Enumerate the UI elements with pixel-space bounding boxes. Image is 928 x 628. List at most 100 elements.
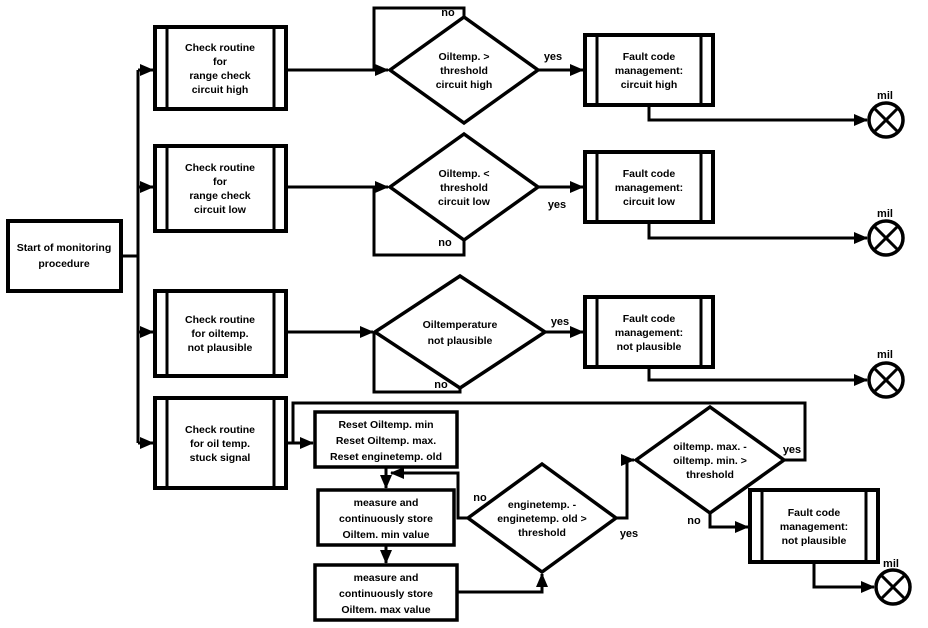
- edge-fault-high-to-mil: [647, 105, 868, 126]
- label-no-not-plausible: no: [434, 379, 448, 391]
- svg-text:measure and: measure and: [354, 497, 419, 509]
- label-yes-not-plausible: yes: [551, 316, 569, 328]
- process-box: [313, 563, 459, 622]
- decision-not-plausible-node: Oiltemperature not plausible: [371, 273, 549, 391]
- label-yes-oiltemp-range: yes: [783, 444, 801, 456]
- svg-text:Oiltemp. >: Oiltemp. >: [438, 51, 489, 63]
- start-label: procedure: [38, 258, 90, 270]
- edge-decision-engine-yes: [616, 454, 635, 520]
- mil-lamp-stuck-signal: mil: [874, 558, 912, 606]
- svg-text:not plausible: not plausible: [617, 341, 682, 353]
- start-label: Start of monitoring: [17, 242, 112, 254]
- decision-circuit-low-node: Oiltemp. < threshold circuit low: [386, 131, 542, 243]
- check-routine-stuck-signal-node: Check routine for oil temp. stuck signal: [153, 396, 288, 490]
- subroutine-box: [583, 295, 715, 369]
- subroutine-box: [153, 144, 288, 233]
- subroutine-box: [153, 289, 288, 378]
- decision-diamond: [371, 273, 549, 391]
- decision-diamond: [632, 404, 788, 516]
- svg-text:Reset enginetemp. old: Reset enginetemp. old: [330, 451, 442, 463]
- measure-max-node: measure and continuously store Oiltem. m…: [313, 563, 459, 622]
- svg-text:circuit low: circuit low: [438, 196, 491, 208]
- edge-decision-range-no: [708, 513, 749, 533]
- mil-lamp-not-plausible: mil: [867, 349, 905, 399]
- svg-text:not plausible: not plausible: [782, 535, 847, 547]
- subroutine-box: [153, 25, 288, 111]
- svg-text:threshold: threshold: [518, 527, 566, 539]
- svg-text:management:: management:: [615, 65, 683, 77]
- svg-text:Fault code: Fault code: [623, 168, 676, 180]
- svg-text:Check routine: Check routine: [185, 314, 255, 326]
- decision-diamond: [465, 461, 619, 575]
- edge-fault-plausible-to-mil: [647, 367, 868, 386]
- svg-text:stuck signal: stuck signal: [190, 452, 251, 464]
- svg-text:Oiltem. max value: Oiltem. max value: [341, 604, 430, 616]
- svg-text:management:: management:: [780, 521, 848, 533]
- label-yes-enginetemp: yes: [620, 528, 638, 540]
- svg-text:Check routine: Check routine: [185, 162, 255, 174]
- edge-fault-low-to-mil: [647, 222, 868, 244]
- decision-enginetemp-node: enginetemp. - enginetemp. old > threshol…: [465, 461, 619, 575]
- svg-text:not plausible: not plausible: [428, 335, 493, 347]
- subroutine-box: [583, 33, 715, 107]
- svg-text:measure and: measure and: [354, 572, 419, 584]
- svg-text:range check: range check: [189, 190, 250, 202]
- check-routine-circuit-high-node: Check routine for range check circuit hi…: [153, 25, 288, 111]
- svg-text:threshold: threshold: [686, 469, 734, 481]
- svg-text:continuously store: continuously store: [339, 588, 433, 600]
- subroutine-box: [583, 150, 715, 224]
- mil-lamp-icon: [872, 366, 900, 394]
- label-no-circuit-high: no: [441, 7, 455, 19]
- edge-decision-high-no-loop: [372, 6, 466, 70]
- subroutine-box: [153, 396, 288, 490]
- fault-not-plausible-node: Fault code management: not plausible: [583, 295, 715, 369]
- edge-labels: no yes yes no yes no no yes yes no: [434, 7, 801, 540]
- svg-text:range check: range check: [189, 70, 250, 82]
- svg-text:Fault code: Fault code: [623, 51, 676, 63]
- svg-text:Reset Oiltemp. max.: Reset Oiltemp. max.: [336, 435, 436, 447]
- label-no-enginetemp: no: [473, 492, 487, 504]
- svg-text:enginetemp. old >: enginetemp. old >: [497, 513, 587, 525]
- svg-text:for oiltemp.: for oiltemp.: [191, 328, 248, 340]
- svg-text:management:: management:: [615, 327, 683, 339]
- label-no-oiltemp-range: no: [687, 515, 701, 527]
- fault-stuck-signal-node: Fault code management: not plausible: [748, 488, 880, 564]
- svg-text:enginetemp. -: enginetemp. -: [508, 499, 577, 511]
- subroutine-box: [748, 488, 880, 564]
- svg-text:Oiltem. min value: Oiltem. min value: [343, 529, 430, 541]
- svg-text:circuit low: circuit low: [194, 204, 247, 216]
- mil-label: mil: [877, 349, 893, 361]
- start-box: [6, 219, 123, 293]
- edge-decision-range-yes-loop: [291, 401, 807, 462]
- decision-oiltemp-range-node: oiltemp. max. - oiltemp. min. > threshol…: [632, 404, 788, 516]
- connectors: [122, 6, 875, 594]
- svg-text:Check routine: Check routine: [185, 42, 255, 54]
- svg-text:circuit high: circuit high: [621, 79, 678, 91]
- check-routine-circuit-low-node: Check routine for range check circuit lo…: [153, 144, 288, 233]
- fault-circuit-high-node: Fault code management: circuit high: [583, 33, 715, 107]
- decision-diamond: [386, 131, 542, 243]
- svg-text:management:: management:: [615, 182, 683, 194]
- svg-text:Fault code: Fault code: [788, 507, 841, 519]
- svg-text:threshold: threshold: [440, 65, 488, 77]
- process-box: [316, 488, 456, 547]
- svg-text:oiltemp. max. -: oiltemp. max. -: [673, 441, 747, 453]
- edge-decision-engine-no: [390, 467, 468, 520]
- edge-decision-low-no-loop: [372, 187, 466, 257]
- check-routine-not-plausible-node: Check routine for oiltemp. not plausible: [153, 289, 288, 378]
- mil-label: mil: [877, 208, 893, 220]
- mil-lamp-circuit-high: mil: [867, 90, 905, 139]
- svg-text:circuit high: circuit high: [192, 84, 249, 96]
- svg-text:for: for: [213, 176, 227, 188]
- measure-min-node: measure and continuously store Oiltem. m…: [316, 488, 456, 547]
- decision-circuit-high-node: Oiltemp. > threshold circuit high: [386, 14, 542, 126]
- svg-text:oiltemp. min. >: oiltemp. min. >: [673, 455, 747, 467]
- label-yes-circuit-low: yes: [548, 199, 566, 211]
- mil-label: mil: [877, 90, 893, 102]
- mil-lamp-icon: [879, 573, 907, 601]
- mil-label: mil: [883, 558, 899, 570]
- svg-text:circuit low: circuit low: [623, 196, 676, 208]
- svg-text:not plausible: not plausible: [188, 342, 253, 354]
